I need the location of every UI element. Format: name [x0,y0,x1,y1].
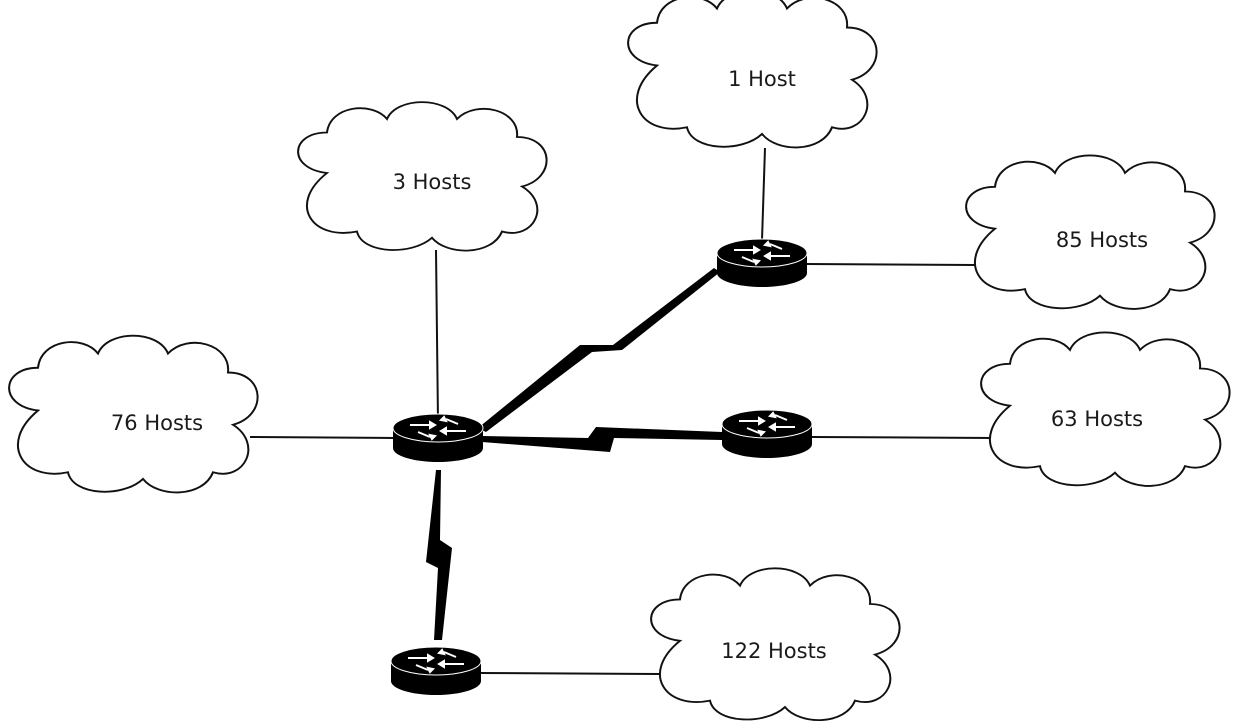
network-cloud-63-hosts: 63 Hosts [980,331,1231,487]
link-topright-85-hosts [805,263,976,266]
network-label: 76 Hosts [111,411,203,435]
router-top-right-icon [716,238,808,288]
network-cloud-122-hosts: 122 Hosts [650,567,901,722]
link-middleright-63-hosts [811,436,996,439]
network-cloud-76-hosts: 76 Hosts [8,334,259,494]
network-cloud-3-hosts: 3 Hosts [297,101,548,252]
network-label: 63 Hosts [1051,407,1143,431]
router-middle-right-icon [721,409,813,459]
link-central-3-hosts [435,249,439,423]
network-label: 122 Hosts [721,639,827,663]
network-label: 1 Host [728,67,796,91]
serial-link-central-middleright [482,427,722,452]
serial-link-central-bottom [426,470,452,640]
link-central-76-hosts [249,436,396,439]
router-bottom-icon [390,646,482,696]
network-cloud-85-hosts: 85 Hosts [965,154,1216,310]
link-topright-1-host [761,147,766,241]
network-label: 3 Hosts [393,170,472,194]
network-cloud-1-host: 1 Host [627,0,878,149]
serial-links [426,268,722,640]
network-label: 85 Hosts [1056,228,1148,252]
serial-link-central-topright [478,268,720,432]
router-central-icon [392,413,484,463]
link-bottom-122-hosts [479,672,661,675]
ethernet-links [249,147,996,675]
